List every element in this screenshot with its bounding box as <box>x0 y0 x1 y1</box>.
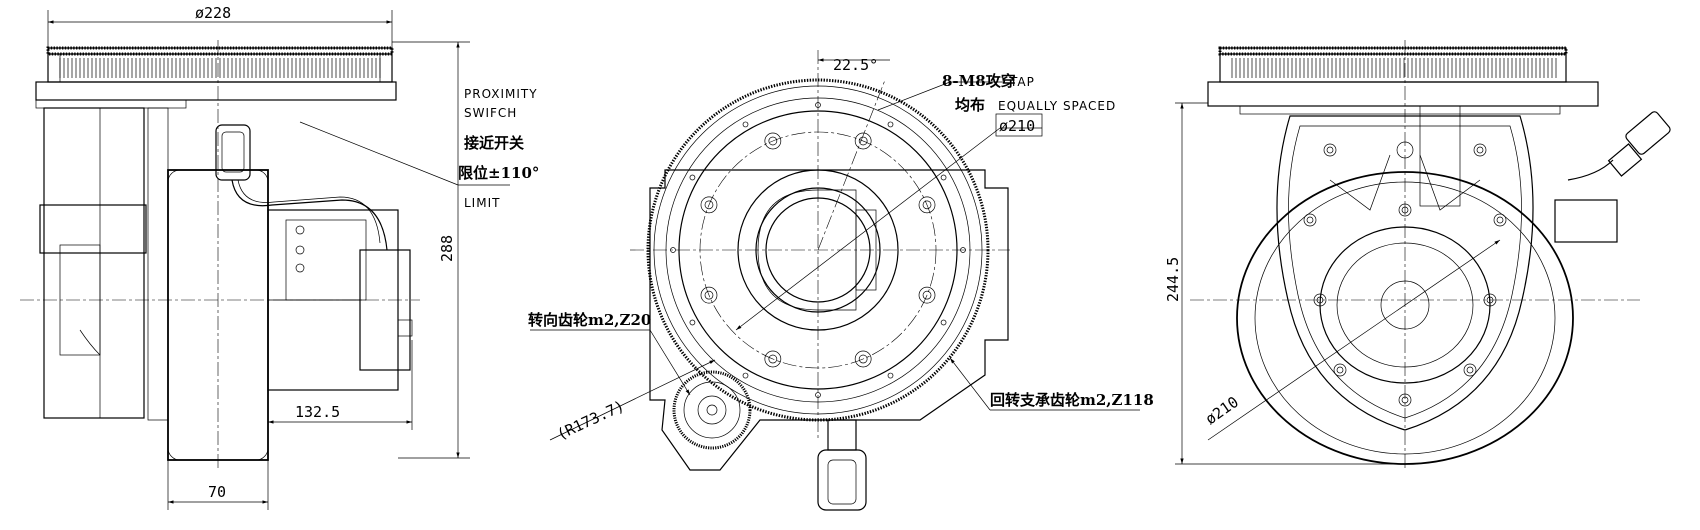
top-view: 22.5° ø210 8-M8攻穿 TAP 均布 EQUALLY SPACED … <box>528 50 1154 511</box>
front-view: 244.5 ø210 <box>1164 40 1671 470</box>
proximity-label-cn: 接近开关 <box>464 134 524 152</box>
right-connector <box>1567 111 1671 181</box>
equally-label-en: EQUALLY SPACED <box>998 99 1116 113</box>
proximity-label-1: PROXIMITY <box>464 87 538 101</box>
proximity-label-2: SWIFCH <box>464 106 517 120</box>
right-mount-plate <box>1207 81 1599 107</box>
left-mount-plate <box>35 81 397 101</box>
steering-pinion <box>672 370 752 450</box>
tap-label-cn: 8-M8攻穿 <box>942 72 1016 90</box>
dim-height-244-5: 244.5 <box>1164 257 1182 302</box>
right-gearbox <box>1276 115 1534 431</box>
dim-top-diameter: ø228 <box>195 4 231 22</box>
left-side-view: ø228 288 132.5 70 PROXIMITY SWIFCH 接近开关 … <box>20 4 539 510</box>
right-diameter-210: ø210 <box>1202 393 1242 428</box>
slewing-gear-label: 回转支承齿轮m2,Z118 <box>990 391 1154 409</box>
middle-mount-plate <box>649 169 1009 471</box>
left-motor-body <box>43 107 145 419</box>
dim-height-288: 288 <box>438 235 456 262</box>
bolt-holes <box>700 132 936 368</box>
steering-gear-label: 转向齿轮m2,Z20 <box>528 311 651 329</box>
equally-label-cn: 均布 <box>955 96 985 114</box>
dim-diameter-210: ø210 <box>999 117 1035 135</box>
angle-22-5: 22.5° <box>833 56 878 74</box>
limit-label-cn: 限位±110° <box>458 164 539 182</box>
left-connector <box>215 124 251 181</box>
middle-connector <box>827 419 857 451</box>
radius-label: (R173.7) <box>554 397 627 444</box>
limit-label-en: LIMIT <box>464 196 500 210</box>
right-gear-teeth <box>1231 58 1557 78</box>
dim-bottom-width: 70 <box>208 483 226 501</box>
tap-label-en: TAP <box>1009 75 1035 89</box>
dim-mid-width: 132.5 <box>295 403 340 421</box>
left-gear-teeth <box>59 58 381 78</box>
